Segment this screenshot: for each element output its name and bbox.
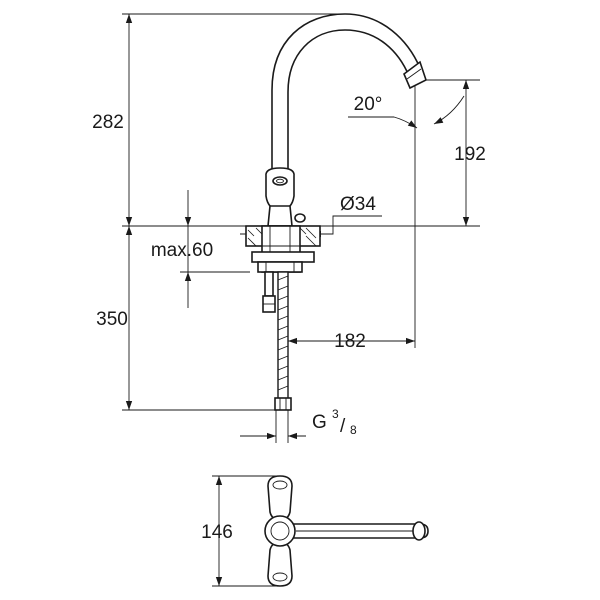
handle-head (265, 167, 295, 211)
faucet-side-view (245, 13, 427, 411)
mounting-section (245, 225, 321, 273)
label-total-height: 282 (92, 112, 124, 133)
handle-lobe-top (267, 475, 293, 521)
dimension-connection-thread: G 3 / 8 (240, 407, 357, 440)
handle-lobe-bottom (267, 541, 293, 587)
faucet-body (267, 205, 293, 227)
fixing-nut (257, 261, 303, 273)
dimension-spout-reach: 182 (288, 331, 415, 352)
extension-lines (122, 13, 480, 587)
dimension-total-height: 282 (92, 14, 133, 226)
label-connection-g: G (312, 412, 327, 433)
faucet-top-view (264, 475, 429, 587)
label-handle-width: 146 (201, 522, 233, 543)
label-connection-slash: / (340, 416, 346, 437)
dimension-handle-width: 146 (201, 476, 233, 586)
dimension-spout-height: 192 (454, 80, 486, 226)
dimension-spout-angle: 20° (348, 94, 465, 129)
label-hose-length: 350 (96, 309, 128, 330)
label-max-thickness: max.60 (151, 240, 213, 261)
spout-tip-top (412, 521, 426, 541)
hose-connector (274, 397, 292, 411)
label-spout-height: 192 (454, 144, 486, 165)
mounting-plate (251, 251, 315, 263)
spout-nozzle (403, 60, 427, 90)
label-connection-denominator: 8 (350, 423, 357, 437)
center-hub (264, 515, 296, 547)
dimension-hose-length: 350 (96, 226, 133, 410)
label-base-diameter: Ø34 (340, 194, 376, 215)
spout-outline (271, 13, 421, 177)
label-spout-angle: 20° (354, 94, 383, 115)
label-spout-reach: 182 (334, 331, 366, 352)
label-connection-numerator: 3 (332, 407, 339, 421)
short-pipe (262, 271, 276, 313)
flexible-hose (274, 271, 292, 411)
dimension-max-thickness: max.60 (151, 190, 213, 308)
side-knob (294, 213, 306, 223)
